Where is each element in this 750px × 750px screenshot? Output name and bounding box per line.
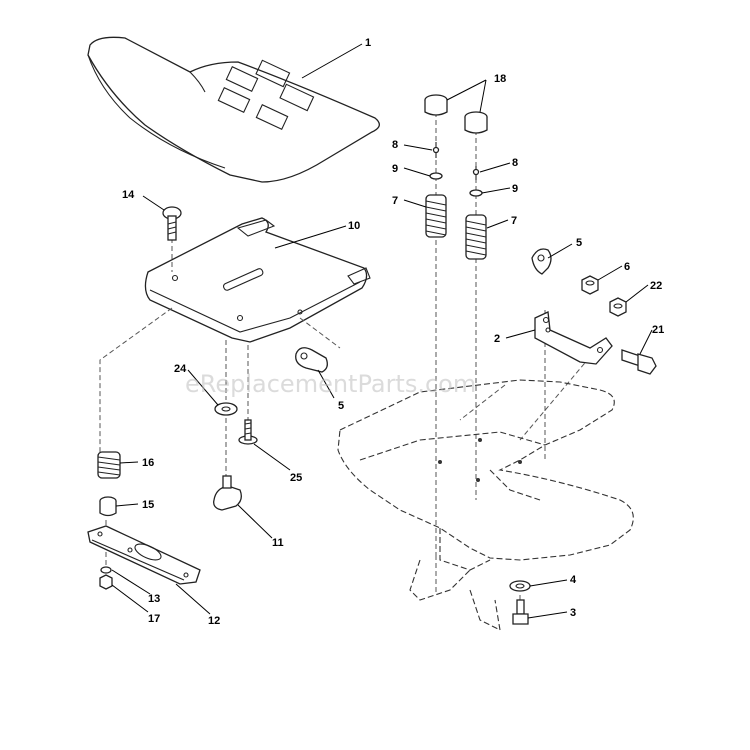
bolt-21[interactable]: [621, 349, 657, 375]
label-13: 13: [148, 593, 160, 605]
adjuster-knob[interactable]: [213, 475, 242, 511]
bolt-3[interactable]: [512, 599, 529, 625]
label-1: 1: [365, 37, 371, 49]
bracket[interactable]: [534, 311, 613, 365]
label-8-right: 8: [512, 157, 518, 169]
label-25: 25: [290, 472, 302, 484]
label-24: 24: [174, 363, 187, 375]
leader-lines: [111, 43, 653, 619]
seat-pan[interactable]: [144, 217, 371, 343]
label-5-left: 5: [338, 400, 344, 412]
nut-6[interactable]: [581, 275, 599, 295]
washer-24[interactable]: [214, 402, 238, 416]
knob-left[interactable]: [295, 347, 328, 373]
spring-16[interactable]: [97, 451, 121, 479]
part-labels: 1 18 8 9 7 8 9 7 5 6 22 2 21 14 10 5 24 …: [122, 37, 664, 627]
label-7-left: 7: [392, 195, 398, 207]
label-7-right: 7: [511, 215, 517, 227]
knob-right[interactable]: [531, 248, 552, 275]
label-22: 22: [650, 280, 662, 292]
label-5-right: 5: [576, 237, 582, 249]
label-15: 15: [142, 499, 154, 511]
label-16: 16: [142, 457, 154, 469]
label-4: 4: [570, 574, 577, 586]
spring-right[interactable]: [465, 214, 487, 260]
seat[interactable]: [87, 36, 380, 183]
bolt-25[interactable]: [238, 419, 258, 445]
label-3: 3: [570, 607, 576, 619]
label-18: 18: [494, 73, 506, 85]
label-9-left: 9: [392, 163, 398, 175]
label-17: 17: [148, 613, 160, 625]
nut-22[interactable]: [609, 297, 627, 317]
bushing-15[interactable]: [99, 496, 117, 517]
label-21: 21: [652, 324, 664, 336]
spring-left[interactable]: [425, 194, 447, 238]
tractor-frame-ghost: [337, 379, 634, 631]
bushing-left[interactable]: [424, 94, 448, 116]
bushing-right[interactable]: [464, 111, 488, 134]
watermark: eReplacementParts.com: [185, 370, 476, 398]
washer-left[interactable]: [429, 172, 443, 180]
washer-right[interactable]: [469, 189, 483, 197]
label-14: 14: [122, 189, 135, 201]
label-12: 12: [208, 615, 220, 627]
label-10: 10: [348, 220, 360, 232]
pin-left[interactable]: [432, 142, 440, 158]
label-6: 6: [624, 261, 630, 273]
label-9-right: 9: [512, 183, 518, 195]
washer-4[interactable]: [509, 580, 531, 592]
nut-17[interactable]: [99, 574, 113, 590]
label-8-left: 8: [392, 139, 398, 151]
slide-plate[interactable]: [87, 525, 201, 585]
label-11: 11: [272, 537, 284, 549]
carriage-bolt[interactable]: [162, 206, 182, 241]
label-2: 2: [494, 333, 500, 345]
dashed-guides: [99, 112, 601, 610]
pin-right[interactable]: [472, 166, 480, 180]
washer-13[interactable]: [100, 566, 112, 574]
